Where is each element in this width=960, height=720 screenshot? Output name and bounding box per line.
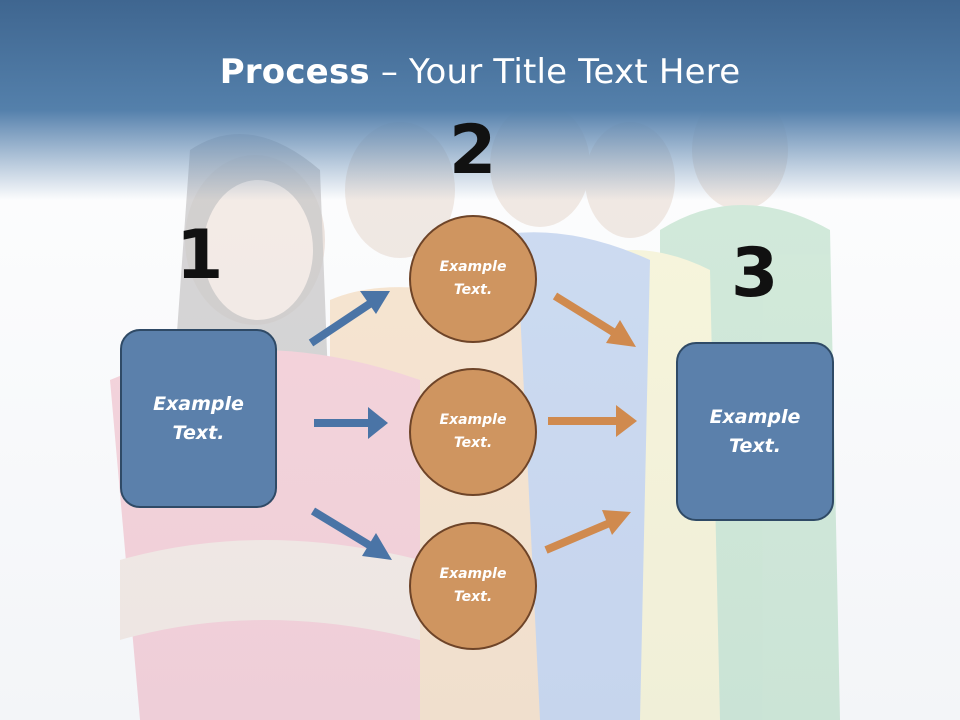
step-number-3: 3: [731, 234, 779, 313]
header-band: [0, 0, 960, 200]
node-right-box: Example Text.: [676, 342, 834, 521]
title-rest: – Your Title Text Here: [369, 52, 741, 92]
node-left-box: Example Text.: [120, 329, 277, 508]
node-circle-middle-label: Example Text.: [439, 412, 507, 451]
node-circle-middle: Example Text.: [409, 368, 537, 496]
node-circle-bottom: Example Text.: [409, 522, 537, 650]
step-number-2: 2: [449, 111, 497, 190]
node-circle-bottom-label: Example Text.: [439, 566, 507, 605]
node-circle-top-label: Example Text.: [439, 259, 507, 298]
node-left-box-label: Example Text.: [153, 392, 244, 444]
slide-title: Process – Your Title Text Here: [0, 52, 960, 92]
title-bold: Process: [219, 52, 370, 92]
step-number-1: 1: [176, 216, 224, 295]
node-circle-top: Example Text.: [409, 215, 537, 343]
node-right-box-label: Example Text.: [709, 405, 801, 457]
